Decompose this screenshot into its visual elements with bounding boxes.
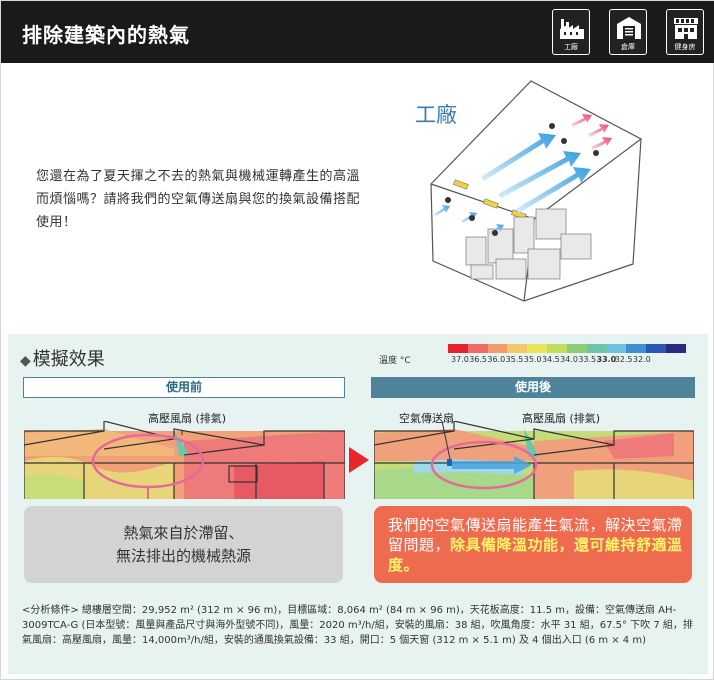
after-message-text: 我們的空氣傳送扇能產生氣流，解決空氣滯留問題， <box>388 516 683 554</box>
gym-icon-button[interactable]: 健身房 <box>666 9 704 55</box>
legend-swatch <box>666 344 686 353</box>
warehouse-icon-button[interactable]: 倉庫 <box>609 9 647 55</box>
warehouse-icon-label: 倉庫 <box>621 43 635 51</box>
legend-swatch <box>606 344 627 353</box>
factory-icon-button[interactable]: 工廠 <box>552 9 590 55</box>
before-callout: 高壓風扇 (排氣) <box>148 412 227 425</box>
illustration-label: 工廠 <box>415 103 457 127</box>
analysis-conditions: <分析條件> 總樓層空間：29,952 m² (312 m × 96 m)，目標… <box>22 605 693 646</box>
legend-swatch <box>448 344 468 353</box>
legend-value: 34.0 <box>560 355 578 364</box>
legend-value: 32.0 <box>632 355 651 364</box>
legend-value: 35.5 <box>505 355 524 364</box>
factory-icon <box>560 19 584 39</box>
before-header: 使用前 <box>23 377 345 398</box>
legend-label: 溫度 °C <box>379 356 411 366</box>
legend-value: 35.0 <box>523 355 542 364</box>
simulation-title: ◆模擬效果 <box>20 345 105 371</box>
legend-swatch <box>467 344 488 353</box>
legend-swatch <box>487 344 508 353</box>
after-message-box: 我們的空氣傳送扇能產生氣流，解決空氣滯留問題，除具備降溫功能，還可維持舒適溫度。 <box>374 506 692 583</box>
before-heatmap <box>24 421 345 499</box>
temperature-legend-bar <box>448 344 686 353</box>
legend-value: 36.0 <box>487 355 506 364</box>
before-message-line1: 熱氣來自於滯留、 <box>123 524 244 542</box>
legend-swatch <box>586 344 607 353</box>
warehouse-icon <box>617 17 641 39</box>
before-message-line2: 無法排出的機械熱源 <box>115 547 251 565</box>
legend-value: 33.5 <box>578 355 597 364</box>
legend-swatch <box>566 344 587 353</box>
intro-text: 您還在為了夏天揮之不去的熱氣與機械運轉產生的高溫而煩惱嗎？請將我們的空氣傳送扇與… <box>36 169 361 230</box>
legend-value: 32.5 <box>614 355 633 364</box>
after-callout-right: 高壓風扇 (排氣) <box>522 412 601 425</box>
legend-value: 33.0 <box>596 355 617 364</box>
header-bar: 排除建築內的熱氣 工廠 倉庫 <box>1 1 714 63</box>
legend-swatch <box>507 344 528 353</box>
legend-swatch <box>626 344 647 353</box>
simulation-title-text: 模擬效果 <box>32 349 105 370</box>
page-title: 排除建築內的熱氣 <box>22 23 190 47</box>
after-heatmap <box>374 421 694 499</box>
after-callout-left: 空氣傳送扇 <box>399 412 454 425</box>
legend-value: 34.5 <box>541 355 560 364</box>
transition-arrow <box>349 447 369 473</box>
factory-illustration <box>430 80 642 302</box>
gym-icon-label: 健身房 <box>674 43 696 51</box>
diamond-icon: ◆ <box>20 353 31 369</box>
after-message-highlight: 除具備降溫功能，還可維持舒適溫度。 <box>388 536 683 574</box>
legend-swatch <box>547 344 567 353</box>
gym-icon <box>674 18 698 39</box>
factory-icon-label: 工廠 <box>564 43 578 51</box>
before-message-box: 熱氣來自於滯留、 無法排出的機械熱源 <box>24 506 343 583</box>
legend-value: 36.5 <box>469 355 487 364</box>
legend-value: 37.0 <box>451 355 469 364</box>
legend-swatch <box>646 344 667 353</box>
after-header: 使用後 <box>371 377 695 398</box>
legend-swatch <box>527 344 548 353</box>
